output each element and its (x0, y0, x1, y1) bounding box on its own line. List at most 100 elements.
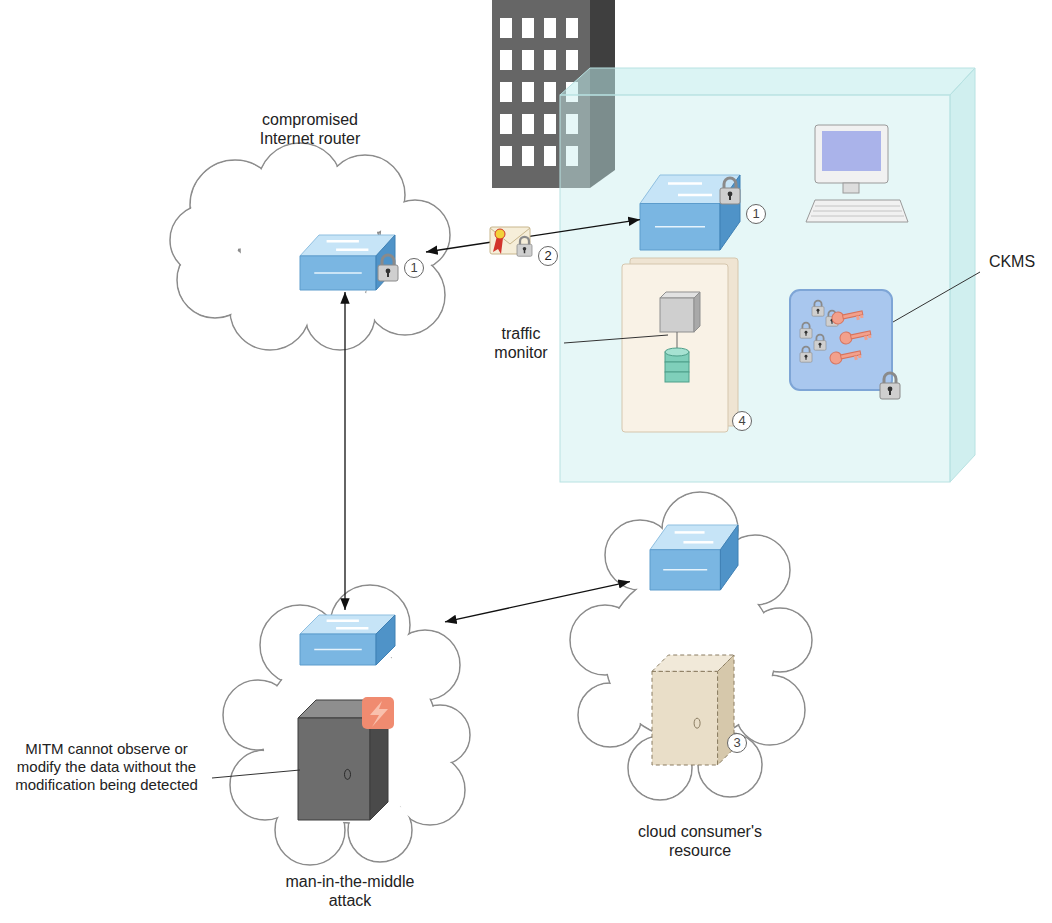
router-arrow (327, 240, 359, 243)
lock-keyhole (805, 357, 806, 360)
key-icon (829, 347, 862, 365)
lock-icon (812, 301, 824, 317)
router-node: 1 (640, 172, 768, 252)
lock-body (812, 307, 824, 317)
callout-number: 2 (538, 246, 558, 266)
lock-shackle (382, 255, 394, 266)
router-side (720, 525, 738, 590)
building-window (500, 82, 512, 102)
database-body (665, 362, 689, 372)
lock-body (378, 265, 398, 281)
router-arrow (336, 248, 368, 251)
lock-shackle (520, 237, 529, 245)
lock-keyhole (524, 250, 526, 254)
building-window (544, 114, 556, 134)
router-side (376, 615, 395, 665)
server-node: 3 (645, 645, 750, 773)
cloud-region: man-in-the-middle attack (255, 610, 445, 910)
building-window (566, 18, 578, 38)
building-window (522, 114, 534, 134)
lock-keyhole (729, 195, 731, 200)
lock-keyhole (805, 333, 806, 336)
traffic-monitor: 4 (618, 255, 756, 435)
screen (822, 131, 881, 171)
router-arrow (314, 649, 362, 651)
router-side (376, 235, 395, 290)
leader-line (564, 335, 668, 343)
router-front (300, 256, 376, 290)
leader-line (893, 272, 980, 322)
router-front (650, 550, 720, 590)
node-heading: compromised Internet router (242, 110, 378, 148)
database-body (665, 372, 689, 382)
cloud-fill (366, 256, 444, 334)
certificate-envelope (490, 227, 532, 256)
keyboard (806, 200, 908, 222)
keyboard-row (813, 211, 902, 212)
router-arrow (663, 569, 707, 571)
router-icon (300, 615, 395, 665)
lock-shackle (802, 347, 809, 354)
building-window (544, 18, 556, 38)
router-front (640, 204, 720, 251)
router-icon (650, 525, 738, 590)
building-window (544, 50, 556, 70)
key-bit (856, 316, 860, 321)
router-arrow (668, 182, 702, 185)
building-window (544, 146, 556, 166)
cloud-region: cloud consumer's resource3 (630, 520, 770, 860)
lock-icon (720, 178, 740, 204)
lock-shackle (816, 335, 823, 342)
room-side (950, 68, 975, 482)
callout-number: 3 (727, 733, 747, 753)
attack-icon (362, 697, 394, 729)
callout-number: 4 (732, 411, 752, 431)
router-arrow (336, 627, 368, 630)
building-window (522, 50, 534, 70)
lock-body (800, 329, 812, 339)
key-bit (854, 356, 858, 361)
router-front (300, 634, 376, 665)
lock-body (720, 188, 740, 204)
lock-icon (800, 347, 812, 363)
router-icon (300, 235, 395, 290)
building-window (544, 82, 556, 102)
router-arrow (655, 226, 705, 228)
attack-badge (362, 697, 394, 729)
panel-front (622, 264, 728, 432)
server-button (694, 718, 700, 728)
key-icon (839, 327, 872, 345)
keyboard-row (811, 216, 904, 217)
key-bit (860, 315, 864, 319)
lock-body (880, 383, 900, 399)
building-window (500, 18, 512, 38)
lock-icon (378, 255, 398, 281)
router-arrow (678, 194, 712, 197)
leader-line (212, 770, 300, 778)
lock-shackle (884, 373, 896, 384)
cloud-region: compromised Internet router 1 (175, 110, 445, 340)
building-window (500, 146, 512, 166)
building-window (522, 82, 534, 102)
organization-room (560, 68, 975, 482)
key-bit (858, 355, 862, 359)
router-node: 1 (300, 232, 426, 292)
building-window (522, 18, 534, 38)
cloud-outline (570, 492, 812, 800)
lock-shackle (724, 178, 736, 189)
router-arrow (314, 272, 362, 274)
building-window (500, 50, 512, 70)
cloud-fill (171, 206, 239, 274)
router-icon (640, 175, 740, 250)
building-window (522, 146, 534, 166)
annotation-label: traffic monitor (480, 324, 562, 362)
ckms-panel (790, 290, 900, 399)
router-top (640, 175, 740, 204)
server-front (652, 671, 718, 765)
lock-icon (800, 323, 812, 339)
traffic-monitor-panel (622, 258, 738, 432)
monitor-stand (843, 183, 859, 193)
seal (495, 229, 505, 239)
cloud-outline (223, 585, 470, 865)
